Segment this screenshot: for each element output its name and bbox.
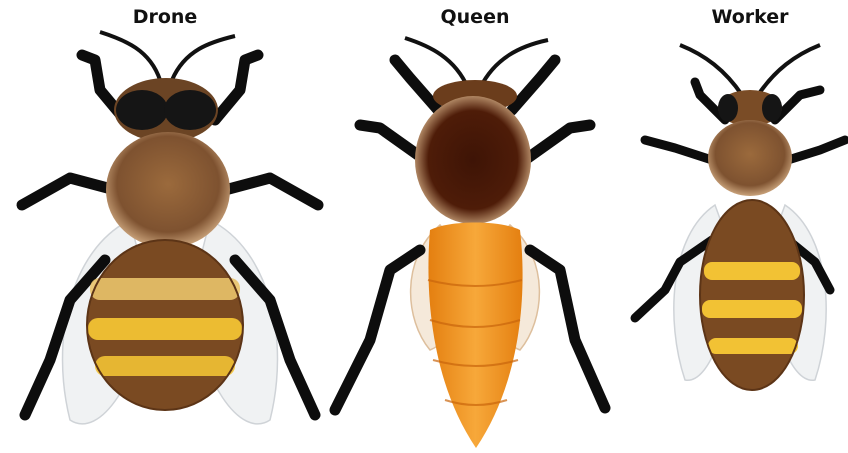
drone-stripes: [88, 278, 242, 376]
drone-antenna-right: [172, 36, 235, 80]
queen-bee: [335, 38, 605, 448]
worker-eye-left: [718, 94, 738, 122]
drone-eye-right: [164, 90, 216, 130]
worker-antenna-left: [680, 45, 742, 95]
worker-antenna-right: [758, 45, 820, 95]
drone-eye-left: [116, 90, 168, 130]
worker-stripes: [702, 262, 802, 354]
drone-bee: [22, 32, 318, 424]
drone-antenna-left: [100, 32, 160, 80]
worker-thorax: [708, 120, 792, 196]
queen-abdomen: [428, 223, 522, 449]
drone-thorax: [106, 132, 230, 248]
worker-eye-right: [762, 94, 782, 122]
queen-thorax: [415, 96, 531, 224]
worker-bee: [635, 45, 845, 390]
